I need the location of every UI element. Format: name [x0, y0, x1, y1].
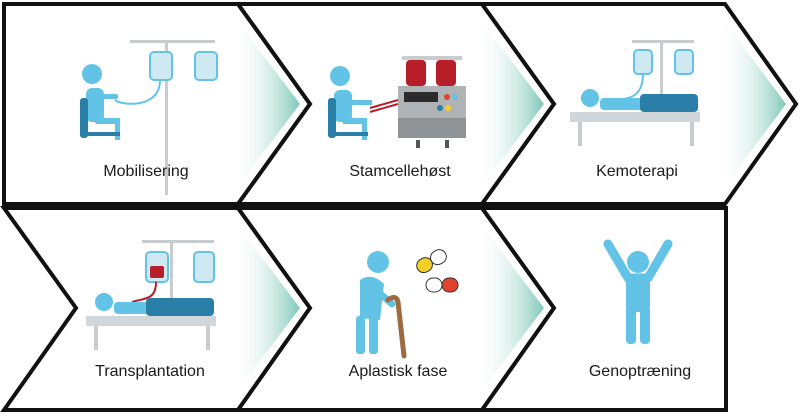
step-kemoterapi: Kemoterapi: [478, 2, 799, 206]
chevron-gradient: [476, 218, 544, 398]
seated-iv-icon: [80, 40, 218, 195]
step-mobilisering: Mobilisering: [2, 1, 313, 206]
bed-iv-icon: [570, 40, 700, 146]
elderly-cane-pills-icon: [356, 249, 459, 359]
step-stamcellehost: Stamcellehøst: [234, 1, 557, 206]
chevron-gradient: [476, 14, 544, 194]
apheresis-machine-icon: [328, 56, 466, 148]
step-label: Genoptræning: [589, 363, 691, 380]
chevron-gradient: [719, 14, 786, 194]
step-label: Mobilisering: [103, 163, 188, 180]
step-label: Stamcellehøst: [349, 163, 451, 180]
arms-raised-person-icon: [603, 239, 673, 344]
step-label: Kemoterapi: [596, 163, 678, 180]
chevron-gradient: [232, 14, 300, 194]
chevron-gradient: [232, 218, 300, 398]
bed-blood-transfusion-icon: [86, 240, 216, 350]
chevron-shape: [478, 206, 728, 412]
step-genoptraening: Genoptræning: [478, 206, 728, 412]
step-label: Transplantation: [95, 363, 205, 380]
step-label: Aplastisk fase: [349, 363, 448, 380]
